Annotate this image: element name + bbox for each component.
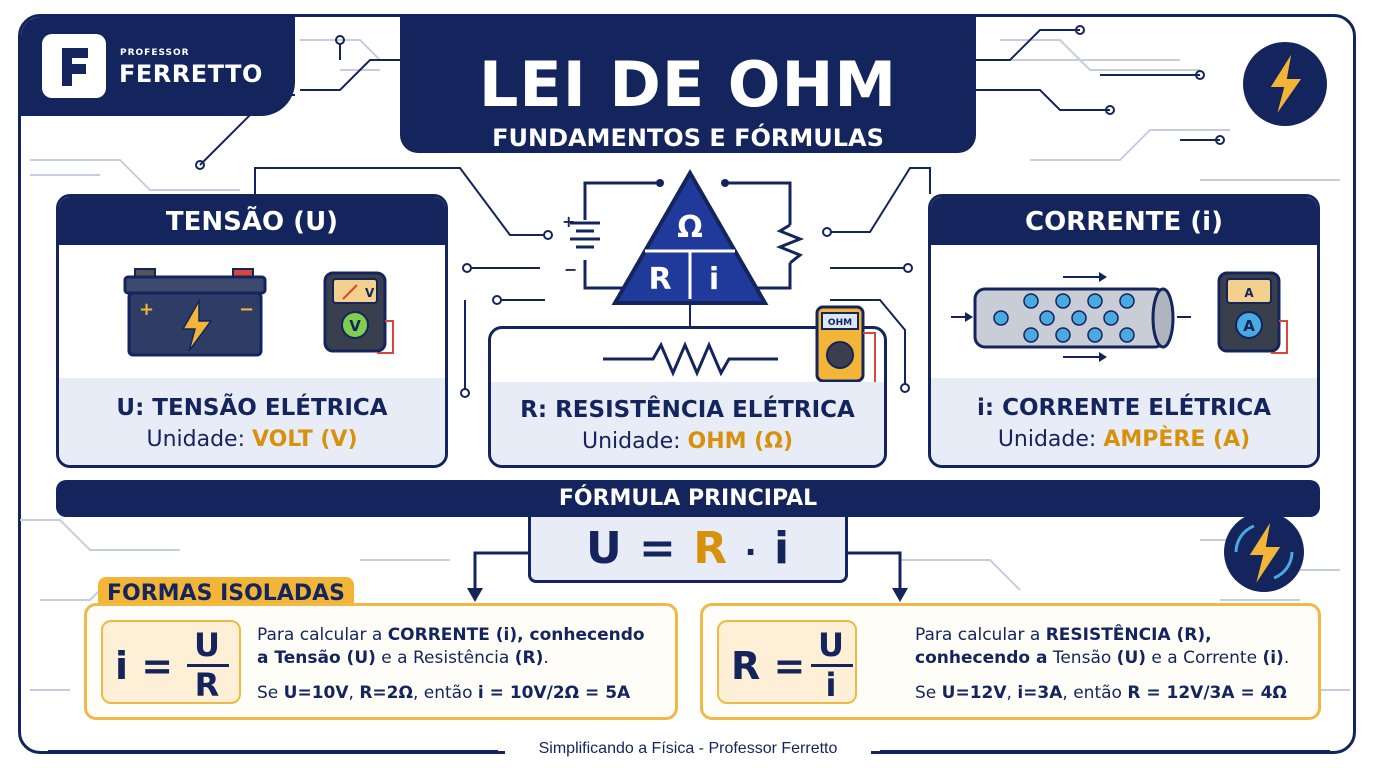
panel-tensao: TENSÃO (U) + − V V U: TENSÃO ELÉTRICA Un…: [56, 194, 448, 468]
panel-tensao-header: TENSÃO (U): [59, 197, 445, 245]
panel-corrente-header: CORRENTE (i): [931, 197, 1317, 245]
panel-resistencia-band: [491, 382, 884, 465]
svg-text:V: V: [349, 317, 361, 335]
triangle-r: R: [648, 262, 671, 297]
footer-line-left: [48, 750, 498, 752]
voltmeter-icon: V V: [323, 271, 394, 354]
svg-text:A: A: [1243, 317, 1255, 335]
isolated-card-corrente: i = U R Para calcular a CORRENTE (i), co…: [84, 603, 678, 720]
isolated-card-resistencia: R = U i Para calcular a RESISTÊNCIA (R),…: [700, 603, 1321, 720]
ammeter-icon: A A: [1217, 271, 1288, 354]
resistencia-explanation: Para calcular a RESISTÊNCIA (R),conhecen…: [915, 625, 1290, 668]
formula-r: R = U i: [717, 620, 857, 704]
battery-icon: + −: [123, 268, 267, 357]
lightning-icon: [1267, 49, 1305, 119]
formula-header: FÓRMULA PRINCIPAL: [56, 480, 1320, 517]
lightning-icon: [1224, 512, 1304, 592]
title-banner: LEI DE OHM FUNDAMENTOS E FÓRMULAS: [400, 16, 976, 153]
ohm-triangle-diagram: + − Ω R i: [562, 168, 805, 305]
lightning-badge: [1243, 42, 1327, 126]
resistencia-example: Se U=12V, i=3A, então R = 12V/3A = 4Ω: [915, 683, 1287, 703]
svg-text:−: −: [239, 299, 254, 320]
corrente-unit: Unidade: AMPÈRE (A): [997, 427, 1251, 452]
page-title: LEI DE OHM: [478, 48, 898, 121]
main-formula: U = R · i: [585, 523, 791, 574]
svg-text:V: V: [365, 286, 375, 300]
ohmmeter-icon: OHM: [815, 305, 876, 384]
panel-corrente-band: [931, 378, 1317, 465]
logo-icon: [42, 34, 106, 98]
logo-subtitle: PROFESSOR: [120, 48, 190, 58]
main-formula-box: U = R · i: [528, 517, 848, 583]
corrente-label: i: CORRENTE ELÉTRICA: [976, 395, 1272, 421]
battery-minus: −: [564, 260, 577, 279]
formula-i: i = U R: [101, 620, 241, 704]
resistor-icon: [603, 341, 778, 377]
wire-electrons-icon: [951, 272, 1191, 362]
logo-name: FERRETTO: [119, 60, 263, 88]
tensao-unit: Unidade: VOLT (V): [146, 427, 358, 452]
footer-line-right: [880, 750, 1330, 752]
battery-plus: +: [562, 212, 575, 231]
triangle-i: i: [709, 262, 719, 297]
footer-credit: Simplificando a Física - Professor Ferre…: [505, 740, 871, 758]
svg-text:A: A: [1244, 286, 1254, 300]
tensao-label: U: TENSÃO ELÉTRICA: [116, 395, 388, 421]
panel-corrente: CORRENTE (i) A A i: CORRENTE ELÉTRICA Un…: [928, 194, 1320, 468]
corrente-example: Se U=10V, R=2Ω, então i = 10V/2Ω = 5A: [257, 683, 631, 703]
svg-text:+: +: [139, 299, 154, 320]
corrente-explanation: Para calcular a CORRENTE (i), conhecendo…: [257, 625, 645, 668]
triangle-omega: Ω: [677, 210, 703, 245]
page-subtitle: FUNDAMENTOS E FÓRMULAS: [492, 124, 884, 152]
resistencia-unit: Unidade: OHM (Ω): [582, 429, 793, 454]
resistencia-label: R: RESISTÊNCIA ELÉTRICA: [520, 397, 855, 423]
panel-resistencia: OHM R: RESISTÊNCIA ELÉTRICA Unidade: OHM…: [488, 305, 887, 468]
svg-text:OHM: OHM: [828, 318, 852, 328]
panel-tensao-band: [59, 378, 445, 465]
